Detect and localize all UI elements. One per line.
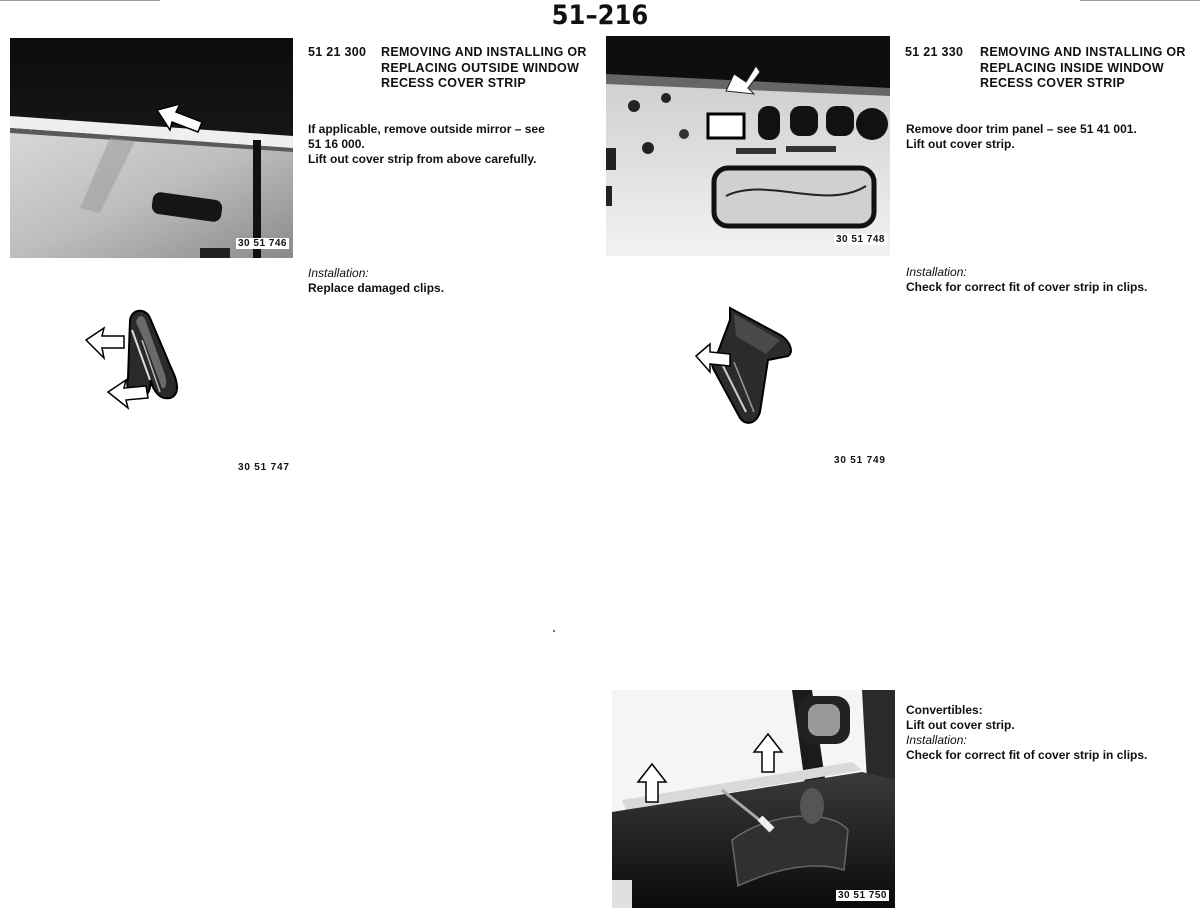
top-rule-right xyxy=(1080,0,1200,1)
scan-speck xyxy=(553,630,555,632)
step-text: Lift out cover strip. xyxy=(906,137,1015,151)
step-text: Lift out cover strip from above carefull… xyxy=(308,152,537,166)
top-rule-left xyxy=(0,0,160,1)
installation-heading: Installation: xyxy=(906,265,967,279)
section-title-outside: REMOVING AND INSTALLING OR REPLACING OUT… xyxy=(381,45,587,90)
figure-label-3: 30 51 748 xyxy=(834,234,887,245)
photo-outside-cover-strip xyxy=(10,38,293,258)
convertibles-block: Convertibles: Lift out cover strip. Inst… xyxy=(906,703,1147,763)
steps-outside: If applicable, remove outside mirror – s… xyxy=(308,122,545,167)
clip-drawing-outside xyxy=(80,300,210,415)
installation-text: Check for correct fit of cover strip in … xyxy=(906,280,1148,294)
installation-inside: Installation: Check for correct fit of c… xyxy=(906,265,1147,295)
section-code-inside: 51 21 330 xyxy=(905,45,964,59)
section-heading-outside: 51 21 300 REMOVING AND INSTALLING OR REP… xyxy=(308,45,598,109)
installation-text: Check for correct fit of cover strip in … xyxy=(906,748,1148,762)
installation-text: Replace damaged clips. xyxy=(308,281,445,295)
figure-label-1: 30 51 746 xyxy=(236,238,289,249)
photo-convertible-door xyxy=(612,690,895,908)
step-text: Remove door trim panel – see 51 41 001. xyxy=(906,122,1137,136)
step-text: Lift out cover strip. xyxy=(906,718,1015,732)
figure-caption-4: 30 51 749 xyxy=(834,455,886,466)
step-text: If applicable, remove outside mirror – s… xyxy=(308,122,545,136)
installation-heading: Installation: xyxy=(906,733,967,747)
figure-label-5: 30 51 750 xyxy=(836,890,889,901)
installation-outside: Installation: Replace damaged clips. xyxy=(308,266,444,296)
page-number: 51–216 xyxy=(551,0,649,31)
steps-inside: Remove door trim panel – see 51 41 001. … xyxy=(906,122,1137,152)
photo-inside-door-panel xyxy=(606,36,890,256)
convertibles-heading: Convertibles: xyxy=(906,703,983,717)
section-title-inside: REMOVING AND INSTALLING OR REPLACING INS… xyxy=(980,45,1186,90)
section-heading-inside: 51 21 330 REMOVING AND INSTALLING OR REP… xyxy=(905,45,1195,109)
step-text: 51 16 000. xyxy=(308,137,365,151)
clip-drawing-inside xyxy=(690,300,800,428)
section-code-outside: 51 21 300 xyxy=(308,45,367,59)
figure-caption-2: 30 51 747 xyxy=(238,462,290,473)
installation-heading: Installation: xyxy=(308,266,369,280)
